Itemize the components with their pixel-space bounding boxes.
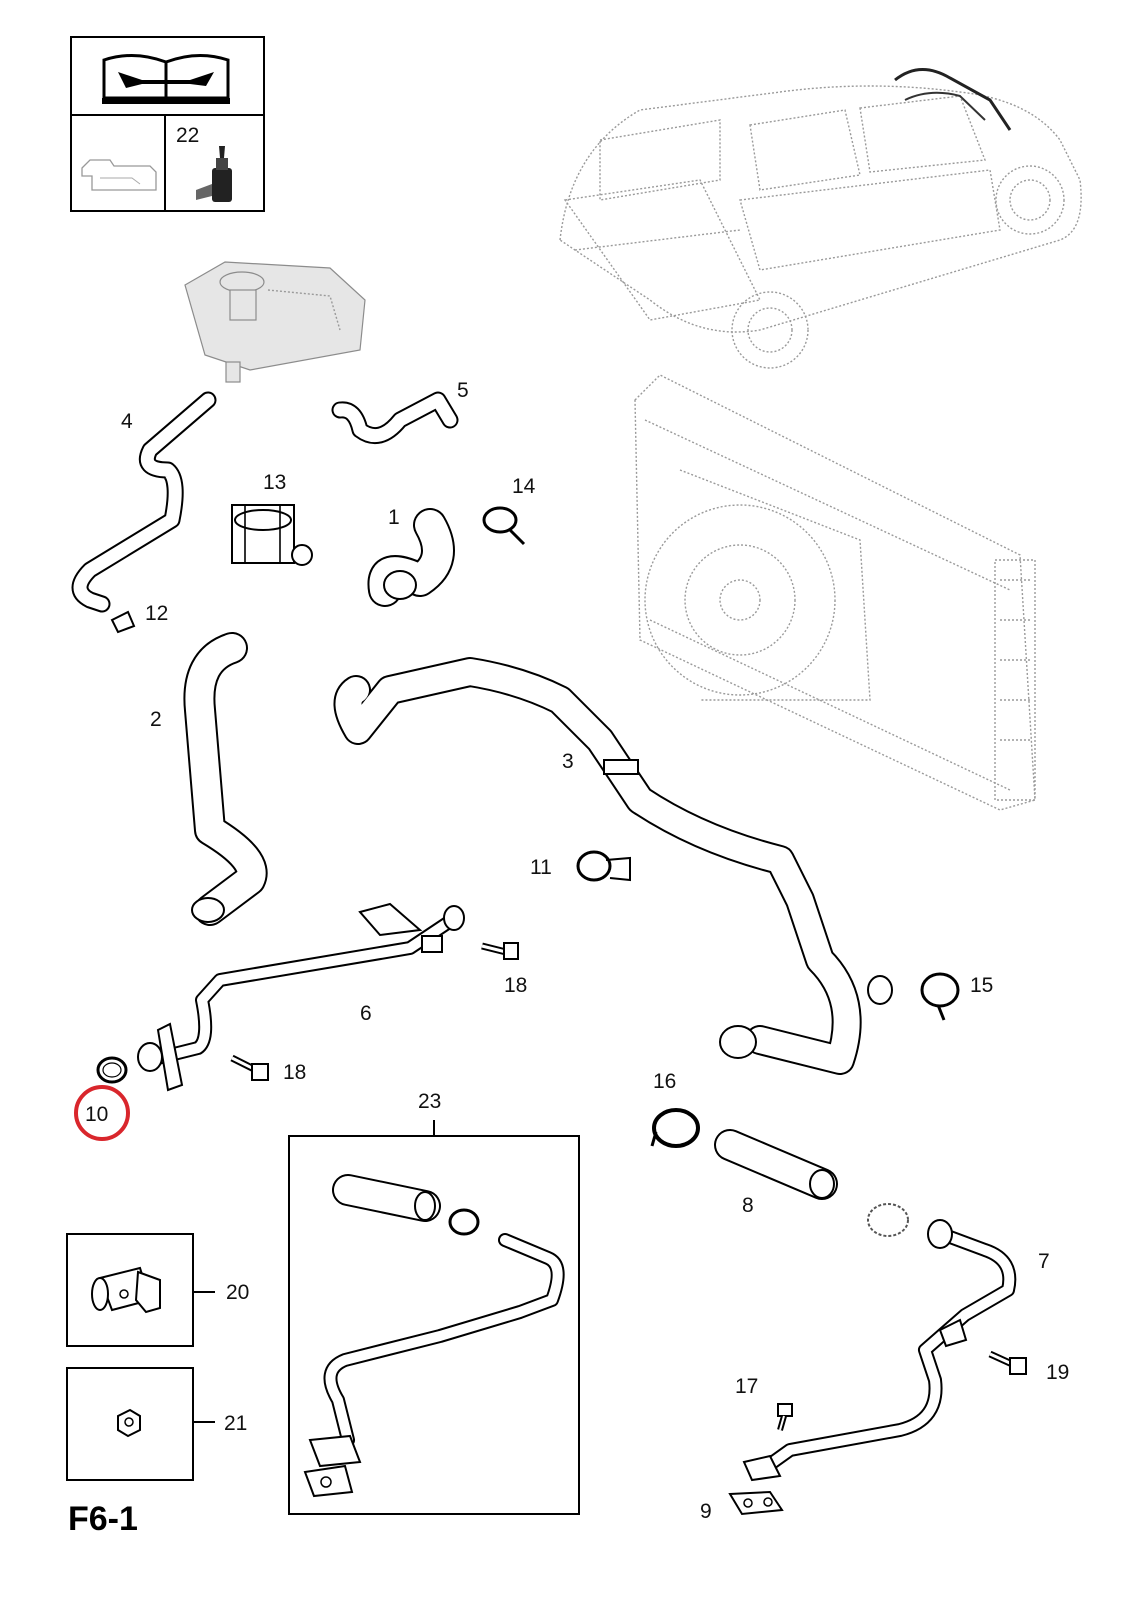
callout-10: 10 <box>85 1103 108 1126</box>
part-7-clamp <box>867 1203 909 1237</box>
part-7-pipe <box>742 1219 1017 1482</box>
part-18-bolt-lower <box>230 1054 269 1081</box>
callout-7: 7 <box>1038 1250 1050 1273</box>
callout-11: 11 <box>530 856 552 879</box>
highlight-circle <box>74 1085 130 1141</box>
callout-14: 14 <box>512 475 536 498</box>
part-15-clamp <box>920 972 960 1021</box>
part-23-kit-box <box>288 1120 580 1515</box>
part-5-hose <box>331 391 459 445</box>
callout-1: 1 <box>388 506 400 529</box>
callout-12: 12 <box>145 602 168 625</box>
part-16-clamp <box>650 1108 700 1148</box>
manual-wrench-icon <box>102 53 230 104</box>
vehicle-location-illustration <box>559 68 1082 369</box>
callout-9: 9 <box>700 1500 712 1523</box>
part-6-pipe <box>137 902 465 1092</box>
callout-4: 4 <box>121 410 133 433</box>
expansion-tank-illustration <box>184 261 366 383</box>
part-12-clip <box>110 610 136 634</box>
part-13-mount-bracket <box>231 504 313 566</box>
callout-23: 23 <box>418 1090 441 1113</box>
callout-18-lower: 18 <box>283 1061 306 1084</box>
part-18-bolt-upper <box>481 942 519 960</box>
callout-18-upper: 18 <box>504 974 527 997</box>
header-info-box: 22 <box>70 36 265 212</box>
part-19-bolt <box>988 1350 1027 1375</box>
part-2-hose <box>183 632 268 926</box>
part-8-hose <box>714 1129 838 1200</box>
part-14-clamp <box>482 506 526 546</box>
part-9-gasket <box>728 1490 784 1516</box>
callout-20: 20 <box>226 1281 249 1304</box>
callout-16: 16 <box>653 1070 676 1093</box>
part-1-elbow-hose <box>367 508 455 607</box>
callout-15: 15 <box>970 974 993 997</box>
part-17-bolt <box>777 1403 793 1431</box>
callout-2: 2 <box>150 708 162 731</box>
callout-8: 8 <box>742 1194 754 1217</box>
coolant-fill-icon <box>81 159 157 191</box>
callout-21: 21 <box>224 1412 247 1435</box>
callout-22: 22 <box>176 124 199 147</box>
callout-13: 13 <box>263 471 286 494</box>
callout-3: 3 <box>562 750 574 773</box>
callout-17: 17 <box>735 1375 758 1398</box>
callout-19: 19 <box>1046 1361 1069 1384</box>
part-10-seal-ring <box>96 1056 128 1084</box>
part-20-box <box>66 1233 215 1347</box>
radiator-fan-illustration <box>634 374 1036 811</box>
part-11-clamp <box>576 850 631 882</box>
callout-5: 5 <box>457 379 469 402</box>
part-3-hose <box>333 657 893 1075</box>
callout-6: 6 <box>360 1002 372 1025</box>
part-4-hose <box>71 391 217 613</box>
fluid-bottle-icon <box>196 146 232 202</box>
part-21-box <box>66 1367 215 1481</box>
figure-code: F6-1 <box>68 1500 138 1538</box>
